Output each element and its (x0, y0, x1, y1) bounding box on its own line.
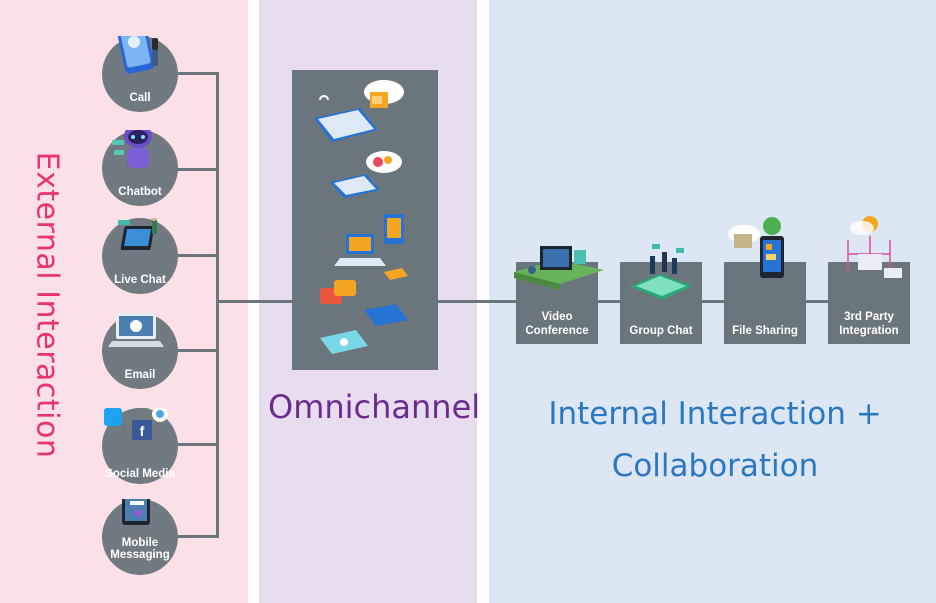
tablet-cloud-icon (314, 80, 404, 142)
omnichannel-hub (292, 70, 438, 370)
social-media-icon: f (104, 408, 168, 440)
tool-label: File Sharing (732, 325, 798, 337)
tool-label: Video Conference (525, 311, 589, 337)
file-sharing-icon (728, 217, 784, 278)
laptop-tablet-icon (334, 214, 408, 280)
tool-label: 3rd Party Integration (839, 311, 899, 337)
robot-icon (112, 130, 152, 168)
connector-social-media (176, 443, 218, 446)
channel-label: Chatbot (118, 186, 162, 198)
connector-email (176, 349, 218, 352)
connector-call (176, 72, 218, 75)
channel-label: Social Media (105, 468, 175, 480)
omnichannel-title: Omnichannel (268, 388, 481, 426)
laptop-email-icon (108, 313, 164, 347)
integration-icon (847, 216, 902, 278)
channel-mobile-messaging[interactable]: Mobile Messaging (102, 499, 178, 575)
chat-tablet-icon (118, 218, 157, 250)
channel-chatbot[interactable]: Chatbot (102, 130, 178, 206)
channel-label: Live Chat (114, 274, 166, 286)
svg-text:f: f (140, 423, 145, 439)
channel-email[interactable]: Email (102, 313, 178, 389)
group-chat-icon (630, 244, 692, 300)
tool-label: Group Chat (629, 325, 693, 337)
channel-social-media[interactable]: f Social Media (102, 408, 178, 484)
connected-devices-icon (314, 80, 408, 354)
channel-live-chat[interactable]: Live Chat (102, 218, 178, 294)
chat-phone-icon (320, 280, 408, 354)
external-bus-line (216, 72, 219, 538)
connector-external-to-omni (218, 300, 294, 303)
external-title: External Interaction (29, 151, 65, 459)
mobile-messaging-icon (122, 499, 150, 525)
internal-title: Internal Interaction + Collaboration (510, 388, 920, 492)
channel-call[interactable]: Call (102, 36, 178, 112)
phone-gears-icon (330, 151, 402, 198)
video-conference-icon (514, 246, 604, 290)
channel-label: Mobile Messaging (110, 537, 170, 561)
connector-chatbot (176, 168, 218, 171)
channel-label: Email (124, 369, 156, 381)
connector-mobile-messaging (176, 535, 218, 538)
connector-live-chat (176, 254, 218, 257)
internal-title-line1: Internal Interaction + (548, 396, 882, 432)
internal-title-line2: Collaboration (611, 448, 819, 484)
channel-label: Call (129, 92, 151, 104)
smartphone-call-icon (115, 36, 158, 74)
